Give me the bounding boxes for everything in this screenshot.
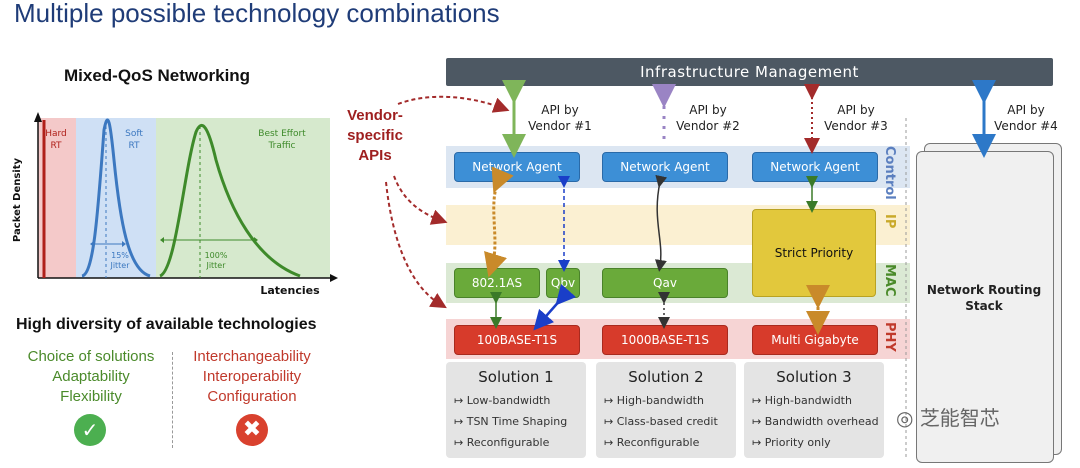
- api-line: Vendor #1: [528, 119, 592, 133]
- solution-title: Solution 1: [478, 368, 554, 386]
- solution-item: ↦ Reconfigurable: [604, 436, 700, 449]
- layer-label-ip: IP: [882, 214, 897, 229]
- routing-stack-line: Stack: [965, 299, 1003, 313]
- good-list: Choice of solutions Adaptability Flexibi…: [20, 347, 162, 407]
- solution-1-items: ↦ Low-bandwidth ↦ TSN Time Shaping ↦ Rec…: [454, 394, 567, 457]
- good-item: Choice of solutions: [27, 348, 155, 365]
- soft-rt-label-1: Soft: [125, 129, 143, 139]
- watermark: ◎ 芝能智芯: [896, 402, 1000, 431]
- routing-stack-line: Network Routing: [926, 283, 1042, 297]
- soft-rt-region: [76, 118, 156, 278]
- api-line: API by: [689, 103, 727, 117]
- jitter-100-label-1: 100%: [205, 251, 228, 260]
- strict-priority-box: Strict Priority: [752, 209, 876, 297]
- layer-label-mac: MAC: [882, 264, 897, 297]
- solution-item: ↦ Priority only: [752, 436, 831, 449]
- qbv-to-phy-arrow: [533, 283, 577, 331]
- wechat-icon: ◎: [896, 406, 914, 430]
- solution-item: ↦ High-bandwidth: [604, 394, 704, 407]
- network-agent-3: Network Agent: [752, 152, 878, 182]
- qos-title: Mixed-QoS Networking: [64, 66, 251, 85]
- solution-item: ↦ Class-based credit: [604, 415, 718, 428]
- phy-100base-t1s: 100BASE-T1S: [454, 325, 580, 355]
- routing-stack-box: [916, 151, 1054, 463]
- solution-title: Solution 3: [776, 368, 852, 386]
- solution-item: ↦ Bandwidth overhead: [752, 415, 879, 428]
- api-line: Vendor #4: [994, 119, 1058, 133]
- jitter-100-label-2: Jitter: [205, 261, 226, 270]
- hard-rt-label-1: Hard: [45, 129, 67, 139]
- infrastructure-management-bar: Infrastructure Management: [446, 58, 1053, 86]
- cross-icon: ✖: [236, 414, 268, 446]
- layer-label-phy: PHY: [882, 322, 897, 352]
- page-title: Multiple possible technology combination…: [14, 0, 500, 28]
- jitter-15-label-2: Jitter: [109, 261, 130, 270]
- good-item: Adaptability: [52, 368, 130, 385]
- api-label-3: API by Vendor #3: [818, 102, 894, 134]
- api-line: API by: [541, 103, 579, 117]
- api-label-4: API by Vendor #4: [988, 102, 1064, 134]
- watermark-text: 芝能智芯: [919, 406, 1000, 430]
- solution-item: ↦ Reconfigurable: [454, 436, 550, 449]
- solution-card: [596, 362, 736, 458]
- layer-label-control: Control: [882, 146, 897, 200]
- solution-title: Solution 2: [628, 368, 704, 386]
- solution-item: ↦ High-bandwidth: [752, 394, 852, 407]
- agent-to-802-1as-arrow: [484, 166, 514, 278]
- best-effort-region: [156, 118, 330, 278]
- api-label-2: API by Vendor #2: [670, 102, 746, 134]
- best-effort-curve: [159, 124, 301, 278]
- solution-card: [744, 362, 884, 458]
- vendor-apis-label: Vendor- specific APIs: [334, 106, 416, 166]
- solution-card: [446, 362, 586, 458]
- vendor-arrow-2: [393, 175, 448, 225]
- y-axis-label: Packet Density: [12, 157, 23, 242]
- check-icon: ✓: [74, 414, 106, 446]
- bad-item: Interchangeability: [193, 348, 311, 365]
- solution-3-items: ↦ High-bandwidth ↦ Bandwidth overhead ↦ …: [752, 394, 879, 457]
- solution-2-items: ↦ High-bandwidth ↦ Class-based credit ↦ …: [604, 394, 718, 457]
- vendor-arrow-1: [397, 95, 510, 113]
- api-line: API by: [1007, 103, 1045, 117]
- phy-1000base-t1s: 1000BASE-T1S: [602, 325, 728, 355]
- qos-plot: Hard RT Soft RT Best Effort Traffic 15% …: [12, 112, 338, 297]
- bad-item: Interoperability: [202, 368, 302, 385]
- api-line: Vendor #2: [676, 119, 740, 133]
- network-agent-2: Network Agent: [602, 152, 728, 182]
- best-effort-label-1: Best Effort: [258, 129, 306, 139]
- vendor-arrow-3: [385, 181, 447, 309]
- api-line: Vendor #3: [824, 119, 888, 133]
- vendor-apis-line: specific: [347, 127, 403, 144]
- bad-list: Interchangeability Interoperability Conf…: [182, 347, 322, 407]
- solution-item: ↦ Low-bandwidth: [454, 394, 551, 407]
- best-effort-label-2: Traffic: [267, 141, 295, 151]
- x-axis-label: Latencies: [260, 284, 320, 297]
- soft-rt-label-2: RT: [128, 141, 140, 151]
- routing-stack-label: Network Routing Stack: [916, 282, 1052, 314]
- solution-item: ↦ TSN Time Shaping: [454, 415, 568, 428]
- good-item: Flexibility: [60, 388, 122, 405]
- vendor-apis-line: Vendor-: [347, 107, 403, 124]
- api-label-1: API by Vendor #1: [522, 102, 598, 134]
- jitter-15-label-1: 15%: [111, 251, 129, 260]
- diversity-heading: High diversity of available technologies: [16, 316, 317, 333]
- vendor-apis-line: APIs: [358, 147, 392, 164]
- bad-item: Configuration: [207, 388, 297, 405]
- agent-to-qav-arrow: [654, 174, 668, 272]
- hard-rt-label-2: RT: [50, 141, 62, 151]
- divider: [172, 352, 173, 448]
- api-line: API by: [837, 103, 875, 117]
